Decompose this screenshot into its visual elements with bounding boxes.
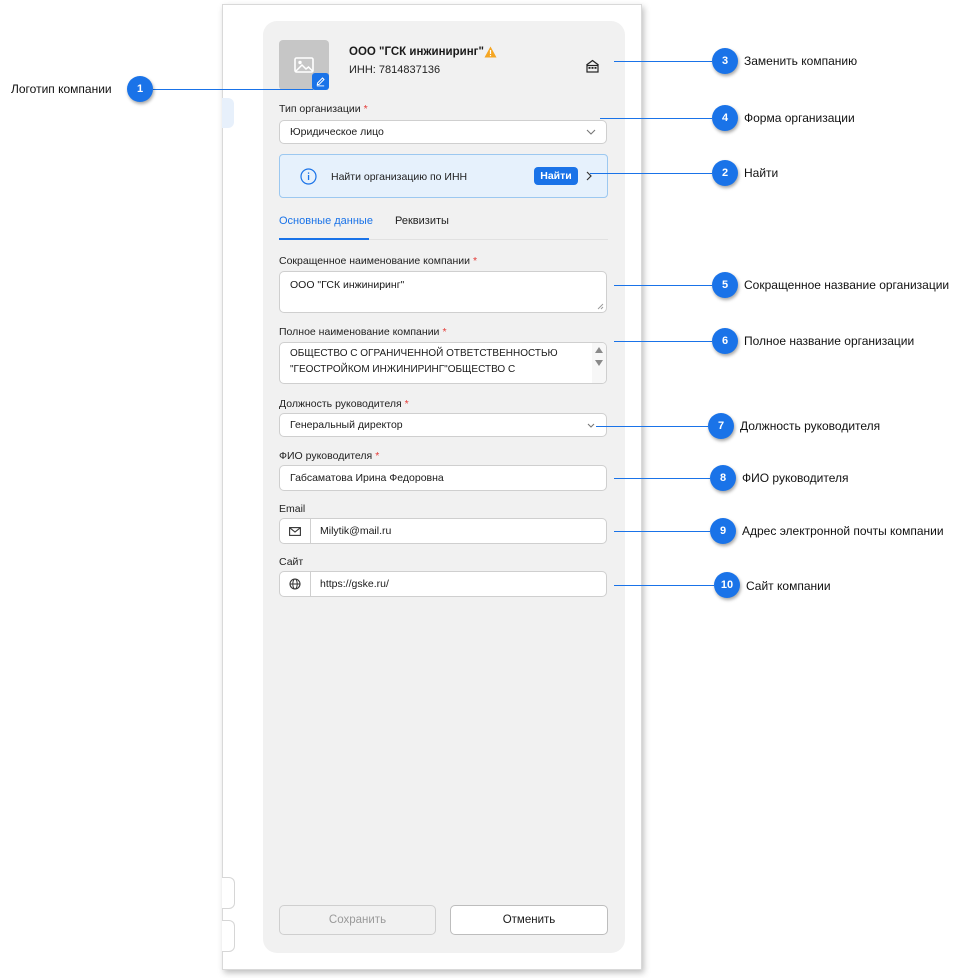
director-input[interactable]: Габсаматова Ирина Федоровна <box>279 465 607 491</box>
callout-badge-4: 4 <box>712 105 738 131</box>
email-value: Milytik@mail.ru <box>320 525 392 537</box>
email-field[interactable]: Milytik@mail.ru <box>279 518 607 544</box>
callout-badge-6: 6 <box>712 328 738 354</box>
full-name-label: Полное наименование компании* <box>279 326 447 338</box>
director-label: ФИО руководителя* <box>279 450 380 462</box>
tab-active-indicator <box>279 238 369 240</box>
save-button[interactable]: Сохранить <box>279 905 436 935</box>
callout-badge-1: 1 <box>127 76 153 102</box>
callout-text-6: Полное название организации <box>744 334 915 348</box>
edit-logo-button[interactable] <box>312 73 329 90</box>
short-name-textarea[interactable]: ООО "ГСК инжиниринг" <box>279 271 607 313</box>
company-inn: ИНН: 7814837136 <box>349 64 441 76</box>
short-name-label: Сокращенное наименование компании* <box>279 255 478 267</box>
warning-icon <box>484 46 497 58</box>
org-type-value: Юридическое лицо <box>290 126 384 138</box>
full-name-line-2: "ГЕОСТРОЙКОМ ИНЖИНИРИНГ"ОБЩЕСТВО С <box>290 364 516 375</box>
callout-line-2 <box>590 173 712 174</box>
chevron-right-icon[interactable] <box>585 171 593 181</box>
callout-badge-10: 10 <box>714 572 740 598</box>
position-select[interactable]: Генеральный директор <box>279 413 607 437</box>
site-field[interactable]: https://gske.ru/ <box>279 571 607 597</box>
inn-search-banner: Найти организацию по ИНН <box>279 154 608 198</box>
globe-icon <box>289 578 301 590</box>
email-label: Email <box>279 503 306 515</box>
inn-search-text: Найти организацию по ИНН <box>331 171 468 183</box>
email-prefix <box>280 519 311 543</box>
scroll-up-icon[interactable] <box>595 347 603 353</box>
image-icon <box>294 57 314 73</box>
tabs-divider <box>279 239 608 240</box>
callout-text-10: Сайт компании <box>746 579 831 593</box>
site-prefix <box>280 572 311 596</box>
callout-text-1: Логотип компании <box>11 82 112 96</box>
tab-requisites[interactable]: Реквизиты <box>395 215 449 227</box>
callout-line-10 <box>614 585 714 586</box>
short-name-value: ООО "ГСК инжиниринг" <box>290 279 405 291</box>
sidebar-button-bottom[interactable] <box>222 920 235 952</box>
callout-text-9: Адрес электронной почты компании <box>742 524 944 538</box>
edit-icon <box>316 77 325 87</box>
callout-line-8 <box>614 478 710 479</box>
callout-badge-2: 2 <box>712 160 738 186</box>
callout-text-4: Форма организации <box>744 111 855 125</box>
director-value: Габсаматова Ирина Федоровна <box>290 472 444 484</box>
site-label: Сайт <box>279 556 304 568</box>
org-type-label: Тип организации* <box>279 103 368 115</box>
org-type-select[interactable]: Юридическое лицо <box>279 120 607 144</box>
cancel-button[interactable]: Отменить <box>450 905 608 935</box>
chevron-down-icon <box>586 129 596 135</box>
callout-text-3: Заменить компанию <box>744 54 858 68</box>
callout-line-7 <box>596 426 708 427</box>
callout-text-2: Найти <box>744 166 779 180</box>
callout-line-1 <box>153 89 313 90</box>
site-value: https://gske.ru/ <box>320 578 389 590</box>
callout-badge-8: 8 <box>710 465 736 491</box>
find-button[interactable]: Найти <box>534 167 578 185</box>
swap-company-icon[interactable] <box>585 59 600 73</box>
scroll-down-icon[interactable] <box>595 360 603 366</box>
callout-line-9 <box>614 531 710 532</box>
callout-line-3 <box>614 61 712 62</box>
sidebar-button-top[interactable] <box>222 877 235 909</box>
callout-line-6 <box>614 341 712 342</box>
chevron-down-icon <box>587 423 595 428</box>
callout-line-4 <box>600 118 712 119</box>
company-name: ООО "ГСК инжиниринг" <box>349 46 484 58</box>
sidebar-selected-item[interactable] <box>222 98 234 128</box>
full-name-line-1: ОБЩЕСТВО С ОГРАНИЧЕННОЙ ОТВЕТСТВЕННОСТЬЮ <box>290 348 558 359</box>
callout-badge-9: 9 <box>710 518 736 544</box>
callout-text-8: ФИО руководителя <box>742 471 849 485</box>
callout-badge-7: 7 <box>708 413 734 439</box>
info-icon <box>300 168 317 185</box>
position-label: Должность руководителя* <box>279 398 409 410</box>
callout-text-7: Должность руководителя <box>740 419 881 433</box>
resize-handle-icon[interactable] <box>597 303 604 310</box>
position-value: Генеральный директор <box>290 419 403 431</box>
mail-icon <box>289 526 301 536</box>
callout-line-5 <box>614 285 712 286</box>
callout-badge-3: 3 <box>712 48 738 74</box>
full-name-textarea[interactable]: ОБЩЕСТВО С ОГРАНИЧЕННОЙ ОТВЕТСТВЕННОСТЬЮ… <box>279 342 607 384</box>
tab-main-data[interactable]: Основные данные <box>279 215 373 227</box>
scrollbar[interactable] <box>592 343 606 383</box>
callout-badge-5: 5 <box>712 272 738 298</box>
callout-text-5: Сокращенное название организации <box>744 278 950 292</box>
